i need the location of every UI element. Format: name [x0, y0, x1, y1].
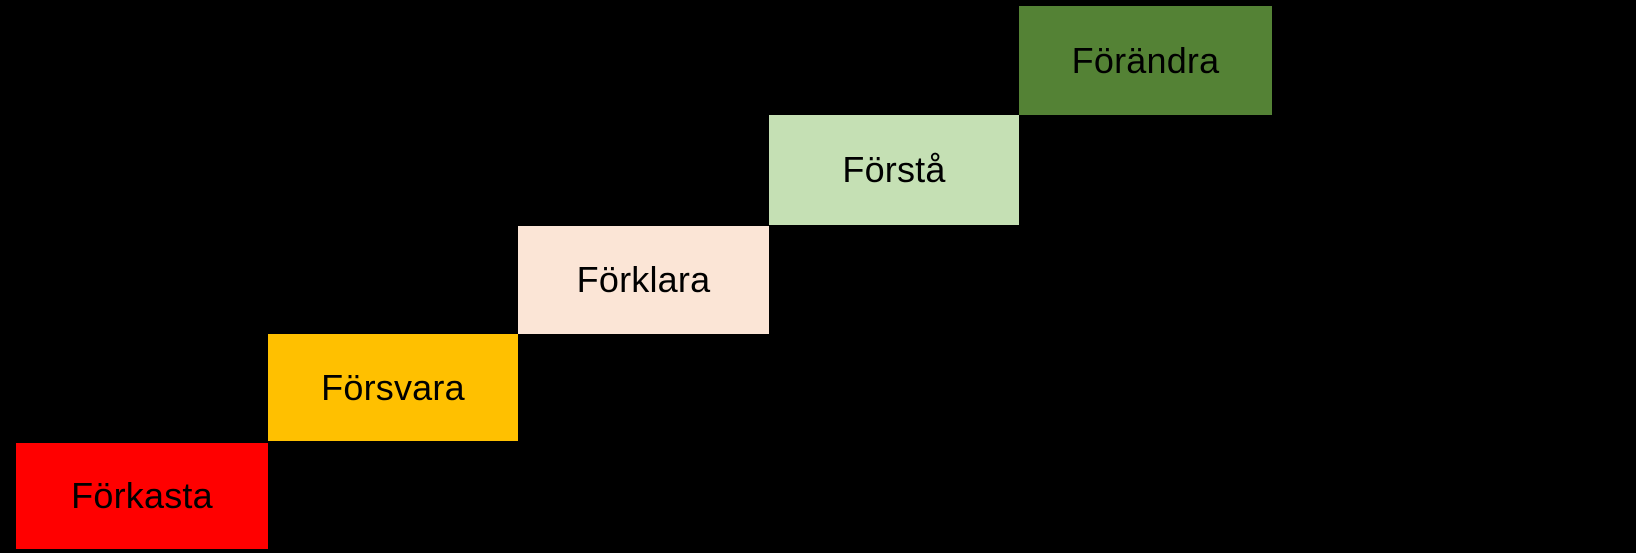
step-forklara-label: Förklara [576, 259, 711, 300]
step-forklara: Förklara [518, 226, 769, 334]
step-forsvara: Försvara [268, 334, 518, 441]
step-forkasta-label: Förkasta [71, 475, 213, 516]
step-forsvara-label: Försvara [321, 366, 465, 408]
step-forandra: Förändra [1019, 6, 1272, 115]
step-forsta-label: Förstå [842, 149, 946, 190]
step-forandra-label: Förändra [1071, 39, 1220, 81]
step-forsta: Förstå [769, 115, 1019, 225]
step-forkasta: Förkasta [16, 443, 268, 549]
